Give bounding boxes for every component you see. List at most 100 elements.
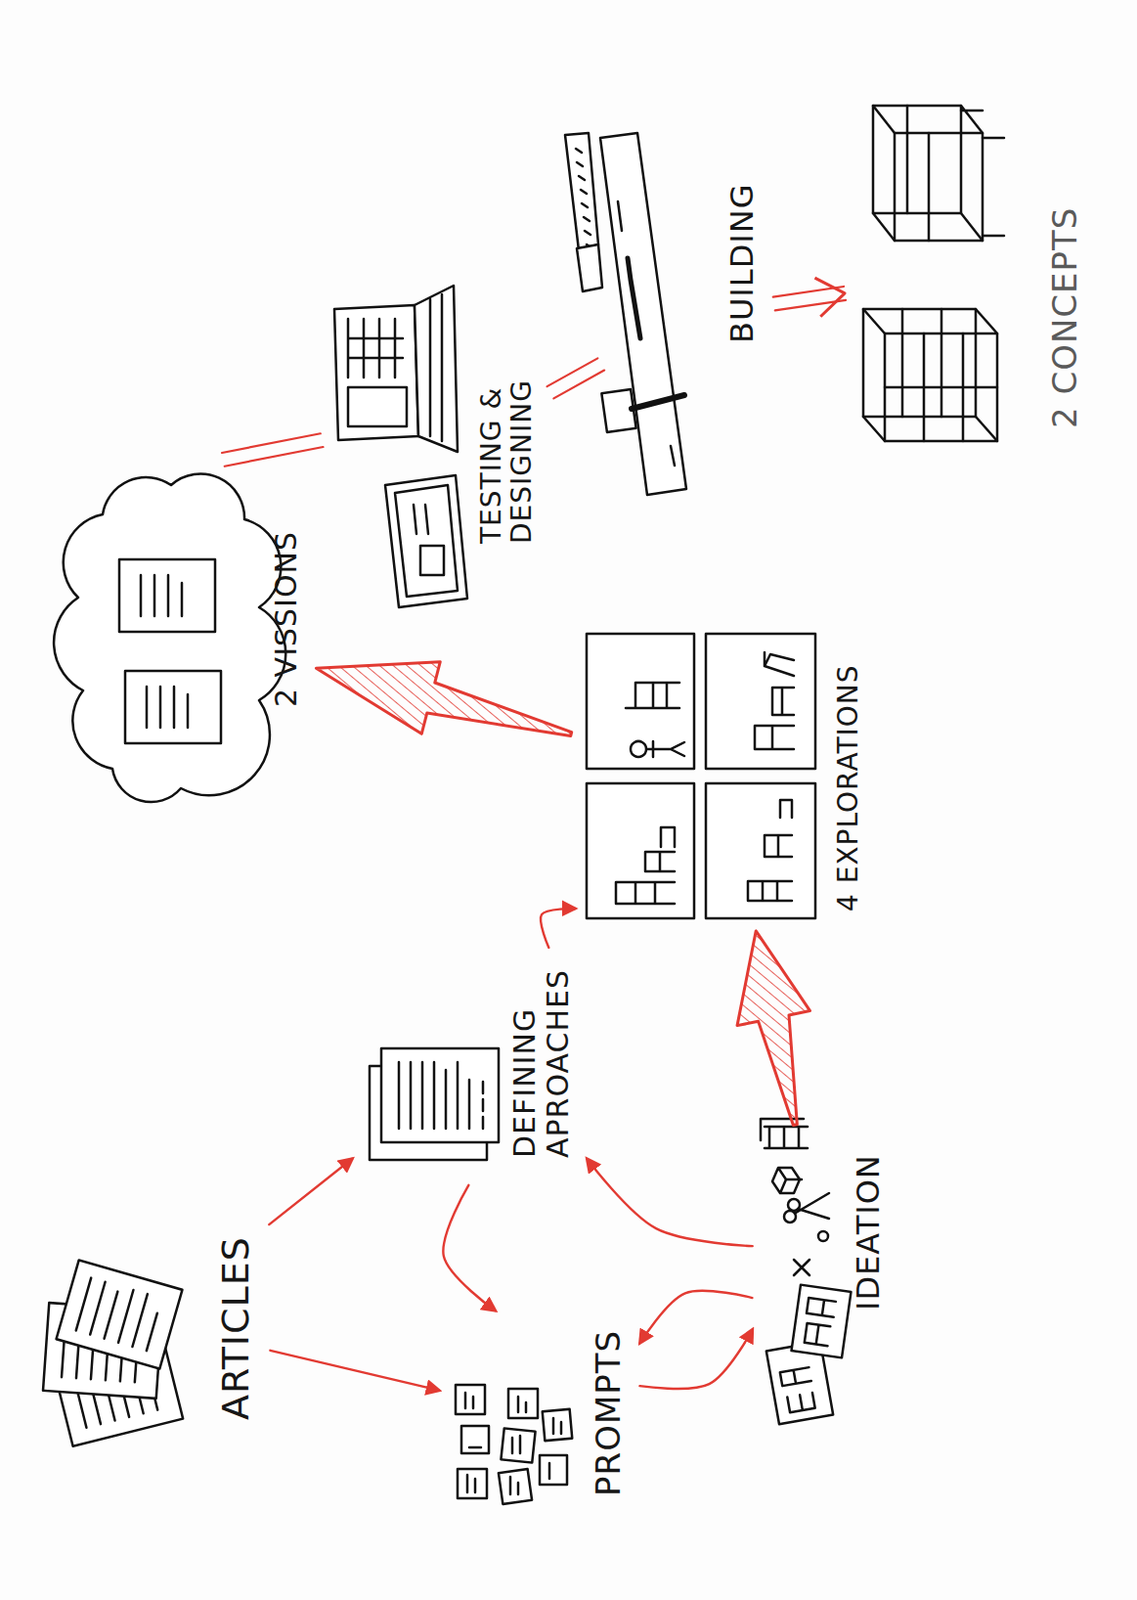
document-stack [398, 1061, 483, 1129]
exploration-frames [747, 799, 792, 901]
flow-arrow [586, 1158, 752, 1246]
exploration-frames [586, 633, 816, 919]
exploration-frames [615, 827, 675, 904]
sticky-notes [508, 1388, 538, 1418]
tablet-and-laptop [385, 475, 468, 608]
flow-arrow [268, 1158, 352, 1225]
exploration-frames [754, 652, 794, 749]
exploration-frames [586, 633, 695, 769]
woodworking-tools [565, 132, 687, 495]
flow-arrow [737, 930, 810, 1126]
shelf-concepts [863, 308, 998, 441]
flow-arrow [224, 446, 324, 467]
stage-node: TESTING & DESIGNING [327, 289, 546, 622]
arrow-head [814, 277, 845, 317]
sticky-notes [457, 1468, 487, 1498]
sticky-notes [542, 1408, 573, 1441]
sticky-notes [455, 1384, 485, 1414]
stage-node: 2 VISSIONS [78, 460, 311, 813]
idea-sketches [793, 1259, 810, 1275]
exploration-frames [586, 783, 695, 919]
flow-arrow [640, 1290, 753, 1343]
vision-cloud [140, 574, 188, 728]
article-papers [56, 1259, 183, 1368]
article-papers [76, 1277, 163, 1352]
tablet-and-laptop [394, 484, 458, 597]
article-papers [43, 1259, 183, 1445]
flow-arrow [547, 357, 606, 398]
tablet-and-laptop [414, 285, 458, 452]
flow-arrow [315, 661, 571, 737]
woodworking-tools [565, 132, 599, 251]
stage-node: 2 CONCEPTS [850, 93, 1092, 456]
stage-caption: IDEATION [851, 1153, 887, 1311]
tablet-and-laptop [348, 294, 442, 441]
sticky-notes [455, 1384, 572, 1504]
exploration-frames [625, 682, 685, 757]
stage-node: IDEATION [757, 1130, 895, 1424]
stage-node: ARTICLES [29, 1198, 265, 1444]
idea-sketches [760, 1118, 851, 1424]
stage-node: DEFINING APROACHES [356, 952, 582, 1180]
stage-caption: 2 CONCEPTS [1046, 207, 1084, 429]
flow-arrow [586, 1158, 752, 1246]
shelf-concepts [863, 308, 976, 417]
shelf-concepts [873, 105, 1005, 241]
stage-caption: TESTING & DESIGNING [476, 318, 538, 544]
idea-sketches [784, 1192, 830, 1223]
vision-cloud [53, 474, 286, 803]
flow-arrow [269, 1350, 439, 1391]
flow-arrow [737, 930, 810, 1126]
vision-cloud [53, 474, 286, 803]
idea-sketches [791, 1284, 852, 1358]
idea-sketches [818, 1230, 829, 1241]
document-stack [381, 1048, 499, 1142]
stage-node: BUILDING [606, 128, 769, 505]
tablet-and-laptop [334, 285, 468, 608]
flow-arrow [442, 1184, 495, 1311]
idea-sketches [780, 1366, 817, 1413]
flow-arrow [553, 370, 605, 399]
exploration-frames [705, 783, 816, 919]
stage-caption: BUILDING [725, 183, 761, 344]
flow-arrow [540, 908, 575, 948]
flow-arrow [640, 1290, 753, 1343]
flow-arrow [221, 433, 323, 466]
sticky-notes [461, 1425, 489, 1453]
flow-arrow [315, 661, 571, 737]
sticky-notes [498, 1468, 532, 1504]
flow-arrow [547, 357, 599, 387]
woodworking-tools [600, 132, 687, 495]
woodworking-tools [631, 394, 685, 409]
idea-sketches [760, 1118, 808, 1148]
idea-sketches [791, 1284, 852, 1358]
sticky-notes [465, 1392, 562, 1494]
article-papers [56, 1259, 183, 1368]
sticky-notes [539, 1454, 568, 1485]
flow-arrow [442, 1184, 495, 1311]
flow-arrow [639, 1329, 752, 1390]
exploration-frames [705, 633, 816, 769]
flow-arrow [773, 277, 846, 317]
document-stack [369, 1048, 499, 1160]
idea-sketches [772, 1167, 802, 1193]
stage-caption: ARTICLES [215, 1235, 258, 1420]
stage-node: PROMPTS [444, 1315, 635, 1512]
woodworking-tools [627, 258, 641, 339]
flow-arrow [540, 908, 575, 948]
stage-caption: PROMPTS [589, 1329, 627, 1496]
woodworking-tools [575, 148, 593, 249]
stage-caption: 2 VISSIONS [269, 530, 304, 707]
flow-arrow [639, 1329, 752, 1390]
shelf-concepts [863, 105, 1005, 441]
idea-sketches [802, 1297, 836, 1346]
flow-arrow [269, 1350, 439, 1391]
stage-node: 4 EXPLORATIONS [576, 621, 872, 925]
flow-arrow [268, 1158, 352, 1225]
idea-sketches [795, 1192, 830, 1219]
stage-caption: 4 EXPLORATIONS [832, 663, 864, 912]
